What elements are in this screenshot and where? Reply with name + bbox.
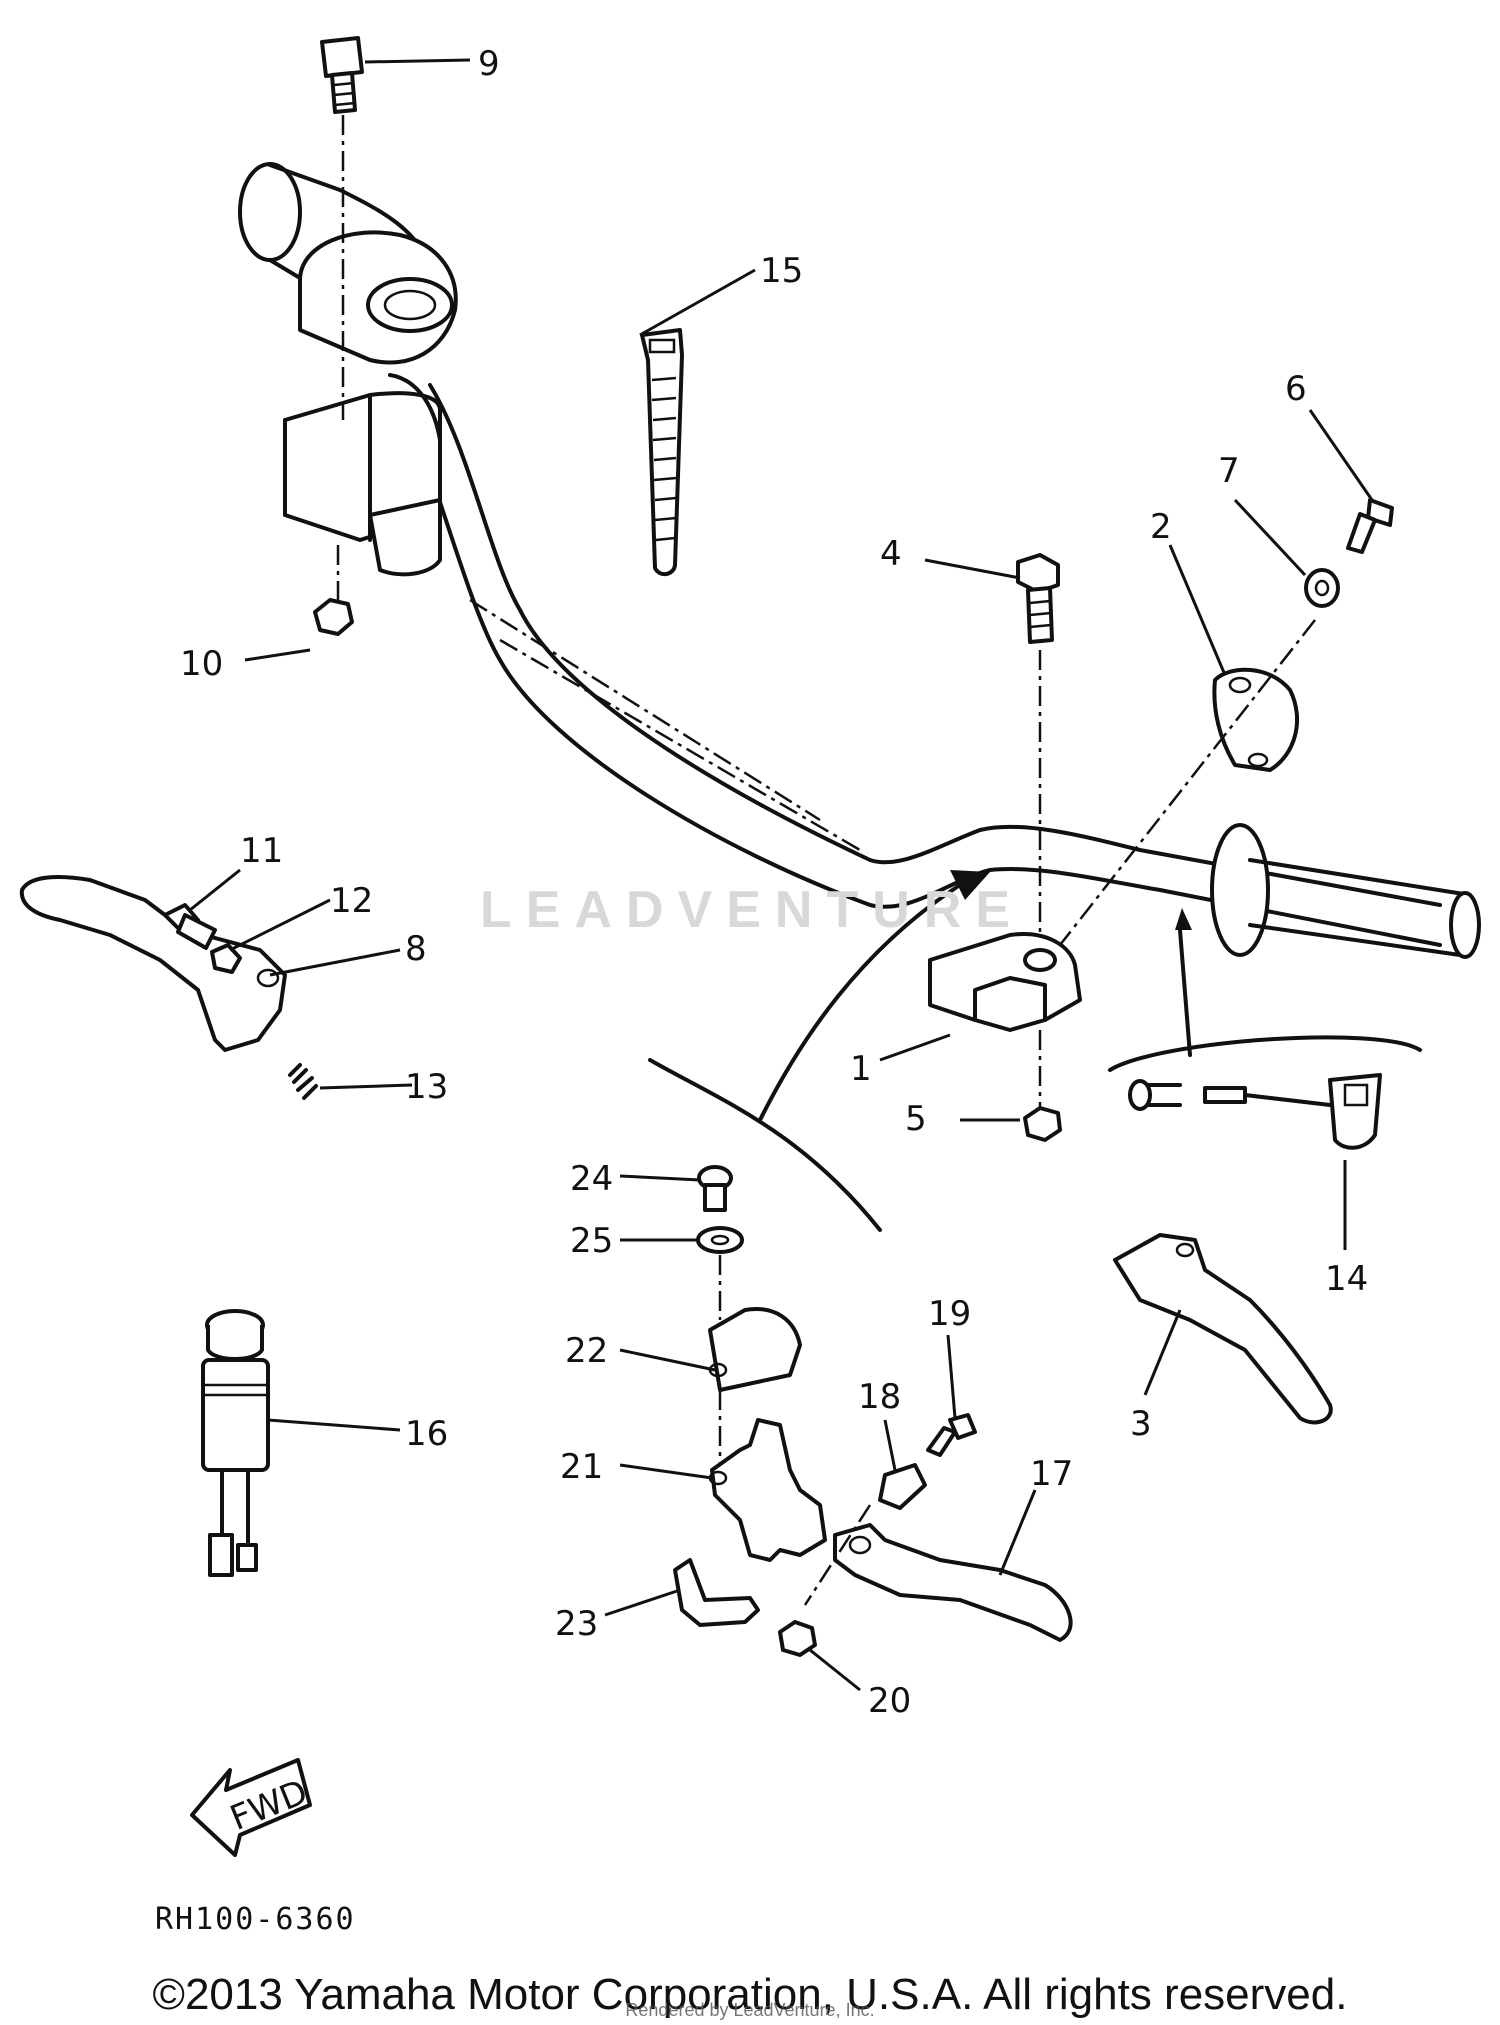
callout-7: 7 bbox=[1218, 451, 1240, 491]
assembly-arrow bbox=[648, 870, 990, 1232]
lever-17 bbox=[803, 1504, 1073, 1642]
switch-16 bbox=[201, 1309, 270, 1577]
callout-5: 5 bbox=[905, 1099, 927, 1139]
callout-25: 25 bbox=[570, 1221, 613, 1261]
render-credit: Rendered by LeadVenture, Inc. bbox=[625, 2000, 875, 2020]
fwd-arrow bbox=[190, 1758, 312, 1857]
screw-6 bbox=[1346, 498, 1394, 554]
callout-19: 19 bbox=[928, 1294, 971, 1334]
copyright-notice: ©2013 Yamaha Motor Corporation, U.S.A. A… bbox=[152, 1970, 1348, 2019]
diagram-code: RH100-6360 bbox=[155, 1902, 356, 1937]
screw-24 bbox=[697, 1165, 733, 1212]
callout-4: 4 bbox=[880, 534, 902, 574]
callout-18: 18 bbox=[858, 1377, 901, 1417]
callout-22: 22 bbox=[565, 1331, 608, 1371]
throttle-housing bbox=[238, 162, 458, 577]
washer-7 bbox=[1304, 568, 1340, 608]
bolt-19 bbox=[926, 1413, 977, 1457]
callout-8: 8 bbox=[405, 929, 427, 969]
callout-6: 6 bbox=[1285, 369, 1307, 409]
callout-23: 23 bbox=[555, 1604, 598, 1644]
callout-1: 1 bbox=[850, 1049, 872, 1089]
lever-8 bbox=[19, 875, 287, 1052]
callout-11: 11 bbox=[240, 831, 283, 871]
handlebar bbox=[408, 383, 1442, 947]
washer-25 bbox=[696, 1226, 744, 1320]
clamp-22 bbox=[708, 1307, 802, 1470]
leader-lines bbox=[189, 58, 1374, 1692]
spring-13 bbox=[288, 1063, 318, 1100]
bolt-11 bbox=[163, 903, 217, 950]
callout-20: 20 bbox=[868, 1681, 911, 1721]
nut-12 bbox=[210, 943, 242, 974]
callout-2: 2 bbox=[1150, 507, 1172, 547]
callout-15: 15 bbox=[760, 251, 803, 291]
right-grip bbox=[1210, 823, 1481, 959]
callout-21: 21 bbox=[560, 1447, 603, 1487]
clamp-2 bbox=[1059, 619, 1316, 946]
bracket-1 bbox=[928, 932, 1082, 1110]
holder-23 bbox=[673, 1558, 760, 1627]
callout-17: 17 bbox=[1030, 1454, 1073, 1494]
nut-20 bbox=[778, 1620, 817, 1657]
callout-24: 24 bbox=[570, 1159, 613, 1199]
callout-3: 3 bbox=[1130, 1404, 1152, 1444]
lever-3 bbox=[1113, 1233, 1333, 1425]
callout-16: 16 bbox=[405, 1414, 448, 1454]
switch-14 bbox=[1108, 908, 1422, 1150]
callout-13: 13 bbox=[405, 1067, 448, 1107]
bracket-21 bbox=[708, 1418, 827, 1562]
callout-12: 12 bbox=[330, 881, 373, 921]
callout-10: 10 bbox=[180, 644, 223, 684]
nut-5 bbox=[1023, 1106, 1062, 1142]
callout-9: 9 bbox=[478, 44, 500, 84]
bolt-9 bbox=[320, 36, 364, 420]
cable-tie-15 bbox=[640, 328, 684, 577]
watermark-text: LEADVENTURE bbox=[480, 881, 1025, 939]
callout-14: 14 bbox=[1325, 1259, 1368, 1299]
pivot-18 bbox=[878, 1463, 927, 1510]
bolt-4 bbox=[1016, 553, 1060, 970]
nut-10 bbox=[313, 545, 354, 636]
watermark: LEADVENTURE bbox=[480, 880, 1020, 940]
